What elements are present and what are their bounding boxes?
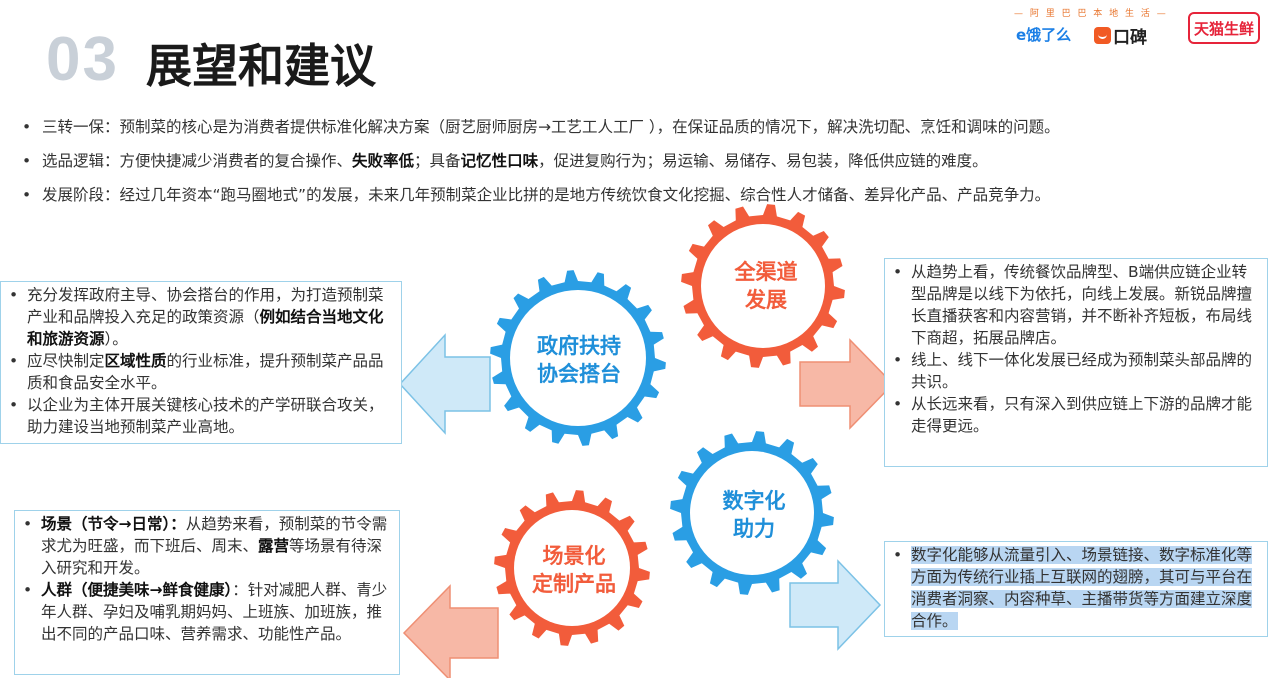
item-emphasis: 露营 — [258, 537, 290, 555]
gear-label-line: 数字化 — [722, 489, 786, 513]
list-item: 场景（节令→日常）：从趋势来看，预制菜的节令需求尤为旺盛，而下班后、周末、露营等… — [23, 513, 393, 579]
gear-label-line: 协会搭台 — [537, 362, 621, 386]
gear-label-line: 定制产品 — [532, 572, 616, 596]
list-item: 数字化能够从流量引入、场景链接、数字标准化等方面为传统行业插上互联网的翅膀，其可… — [893, 544, 1261, 632]
gear-government-label: 政府扶持 协会搭台 — [512, 332, 646, 388]
item-emphasis: 人群（便捷美味→鲜食健康） — [41, 581, 233, 599]
tmall-fresh-logo: 天猫生鲜 — [1188, 12, 1260, 44]
section-number: 03 — [46, 25, 119, 94]
bullet-label: 三转一保： — [42, 118, 120, 136]
bullet-development-stage: 发展阶段：经过几年资本“跑马圈地式”的发展，未来几年预制菜企业比拼的是地方传统饮… — [22, 178, 1262, 212]
gear-label-line: 全渠道 — [734, 260, 798, 284]
gear-channel-label: 全渠道 发展 — [706, 258, 826, 314]
list-item: 人群（便捷美味→鲜食健康）：针对减肥人群、青少年人群、孕妇及哺乳期妈妈、上班族、… — [23, 579, 393, 645]
eleme-logo: e饿了么 — [1016, 26, 1072, 44]
item-text: ：针对减肥人群、青少年人群、孕妇及哺乳期妈妈、上班族、加班族，推出不同的产品口味… — [41, 581, 388, 643]
policy-support-box: 充分发挥政府主导、协会搭台的作用，为打造预制菜产业和品牌投入充足的政策资源（例如… — [0, 281, 402, 444]
arrow-left-top-icon — [398, 333, 491, 435]
digital-boost-box: 数字化能够从流量引入、场景链接、数字标准化等方面为传统行业插上互联网的翅膀，其可… — [884, 541, 1268, 637]
item-text: 以企业为主体开展关键核心技术的产学研联合攻关，助力建设当地预制菜产业高地。 — [27, 396, 384, 436]
item-text: 从趋势来看，预制菜的节令需求尤为旺盛，而下班后、周末、 — [41, 515, 388, 555]
list-item: 应尽快制定区域性质的行业标准，提升预制菜产品品质和食品安全水平。 — [9, 350, 395, 394]
gear-label-line: 政府扶持 — [537, 334, 621, 358]
list-item: 从长远来看，只有深入到供应链上下游的品牌才能走得更远。 — [893, 393, 1261, 437]
list-item: 以企业为主体开展关键核心技术的产学研联合攻关，助力建设当地预制菜产业高地。 — [9, 394, 395, 438]
list-item: 线上、线下一体化发展已经成为预制菜头部品牌的共识。 — [893, 349, 1261, 393]
item-emphasis: 场景（节令→日常）： — [41, 515, 186, 533]
partner-logos: — 阿 里 巴 巴 本 地 生 活 — e饿了么 口碑 天猫生鲜 — [1010, 6, 1270, 48]
item-text: 充分发挥政府主导、协会搭台的作用，为打造预制菜产业和品牌投入充足的政策资源（ — [27, 286, 384, 326]
list-item: 从趋势上看，传统餐饮品牌型、B端供应链企业转型品牌是以线下为依托，向线上发展。新… — [893, 261, 1261, 349]
arrow-right-top-icon — [799, 338, 895, 430]
omnichannel-box: 从趋势上看，传统餐饮品牌型、B端供应链企业转型品牌是以线下为依托，向线上发展。新… — [884, 258, 1268, 467]
logo-tagline: — 阿 里 巴 巴 本 地 生 活 — — [1014, 9, 1168, 19]
gear-label-line: 场景化 — [542, 544, 606, 568]
item-emphasis: 区域性质 — [104, 352, 167, 370]
item-text-highlighted: 数字化能够从流量引入、场景链接、数字标准化等方面为传统行业插上互联网的翅膀，其可… — [911, 546, 1253, 630]
gear-label-line: 助力 — [733, 517, 775, 541]
arrow-right-bottom-icon — [789, 559, 882, 651]
gear-label-line: 发展 — [745, 288, 787, 312]
bullet-text: ，促进复购行为；易运输、易储存、易包装，降低供应链的难度。 — [538, 152, 988, 170]
koubei-logo: 口碑 — [1094, 23, 1147, 48]
page-title: 展望和建议 — [146, 39, 376, 93]
bullet-label: 选品逻辑： — [42, 152, 120, 170]
item-text: 等场景有待深入研究和开发。 — [41, 537, 383, 577]
summary-bullets: 三转一保：预制菜的核心是为消费者提供标准化解决方案（厨艺厨师厨房→工艺工人工厂 … — [22, 110, 1262, 212]
koubei-logo-text: 口碑 — [1113, 28, 1147, 48]
gear-scene-label: 场景化 定制产品 — [514, 542, 634, 598]
bullet-text: ；具备 — [414, 152, 461, 170]
scenario-product-box: 场景（节令→日常）：从趋势来看，预制菜的节令需求尤为旺盛，而下班后、周末、露营等… — [14, 510, 400, 675]
bullet-emphasis: 失败率低 — [352, 152, 415, 170]
koubei-icon — [1094, 27, 1111, 44]
bullet-label: 发展阶段： — [42, 186, 120, 204]
bullet-selection-logic: 选品逻辑：方便快捷减少消费者的复合操作、失败率低；具备记忆性口味，促进复购行为；… — [22, 144, 1262, 178]
item-text: 从趋势上看，传统餐饮品牌型、B端供应链企业转型品牌是以线下为依托，向线上发展。新… — [911, 263, 1253, 347]
item-text: 应尽快制定 — [27, 352, 105, 370]
bullet-emphasis: 记忆性口味 — [460, 152, 539, 170]
item-text: 的行业标准，提升预制菜产品品质和食品安全水平。 — [27, 352, 384, 392]
bullet-three-transforms: 三转一保：预制菜的核心是为消费者提供标准化解决方案（厨艺厨师厨房→工艺工人工厂 … — [22, 110, 1262, 144]
item-text: 线上、线下一体化发展已经成为预制菜头部品牌的共识。 — [911, 351, 1253, 391]
item-text: 从长远来看，只有深入到供应链上下游的品牌才能走得更远。 — [911, 395, 1253, 435]
gear-digital-label: 数字化 助力 — [694, 487, 814, 543]
item-emphasis: 例如结合当地文化和旅游资源 — [27, 308, 384, 348]
arrow-left-bottom-icon — [402, 584, 499, 678]
item-text: ）。 — [104, 330, 128, 348]
bullet-text: 经过几年资本“跑马圈地式”的发展，未来几年预制菜企业比拼的是地方传统饮食文化挖掘… — [119, 186, 1051, 204]
bullet-text: 方便快捷减少消费者的复合操作、 — [119, 152, 353, 170]
bullet-text: 预制菜的核心是为消费者提供标准化解决方案（厨艺厨师厨房→工艺工人工厂 ），在保证… — [119, 118, 1060, 136]
list-item: 充分发挥政府主导、协会搭台的作用，为打造预制菜产业和品牌投入充足的政策资源（例如… — [9, 284, 395, 350]
